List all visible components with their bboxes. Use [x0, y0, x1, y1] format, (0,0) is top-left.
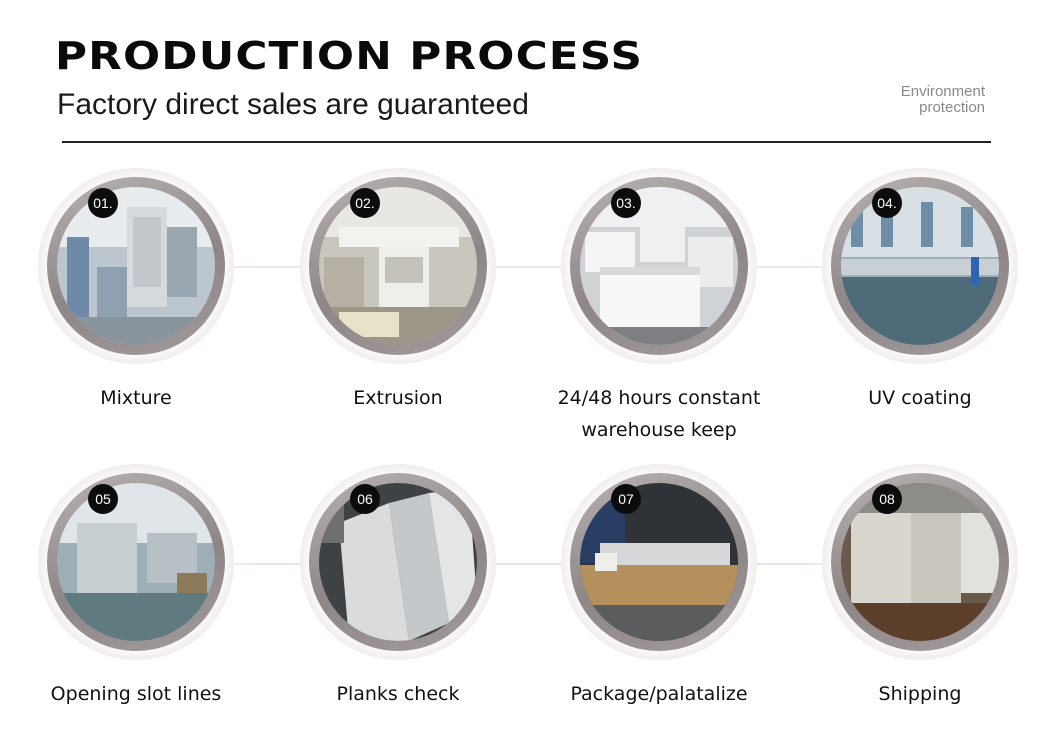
warehouse-boards-photo [580, 187, 738, 345]
mixing-machine-photo [57, 187, 215, 345]
row-connector-line [140, 266, 920, 268]
extrusion-line-photo [319, 187, 477, 345]
step-number-badge: 04. [872, 188, 902, 218]
row-connector-line [140, 563, 920, 565]
step-label: Shipping [878, 683, 962, 705]
container-loading-photo [841, 483, 999, 641]
environment-tag: Environment protection [901, 84, 985, 116]
page-title: PRODUCTION PROCESS [55, 34, 644, 78]
step-label: Package/palatalize [570, 683, 748, 705]
page-subtitle: Factory direct sales are guaranteed [57, 88, 529, 121]
step-label: Planks check [336, 683, 460, 705]
step-number-badge: 08 [872, 484, 902, 514]
step-number-badge: 07 [611, 484, 641, 514]
plank-inspection-photo [319, 483, 477, 641]
step-number-badge: 03. [611, 188, 641, 218]
step-number-badge: 06 [350, 484, 380, 514]
packaging-photo [580, 483, 738, 641]
slotting-machine-photo [57, 483, 215, 641]
uv-coating-hall-photo [841, 187, 999, 345]
step-number-badge: 01. [88, 188, 118, 218]
step-label: Extrusion [353, 387, 443, 409]
environment-tag-line-2: protection [919, 99, 985, 116]
step-number-badge: 05 [88, 484, 118, 514]
step-label: Mixture [100, 387, 172, 409]
header-divider [62, 141, 991, 143]
step-label: UV coating [868, 387, 972, 409]
step-label: 24/48 hours constant warehouse keep [557, 387, 761, 441]
step-label: Opening slot lines [50, 683, 222, 705]
environment-tag-line-1: Environment [900, 83, 985, 100]
step-number-badge: 02. [350, 188, 380, 218]
